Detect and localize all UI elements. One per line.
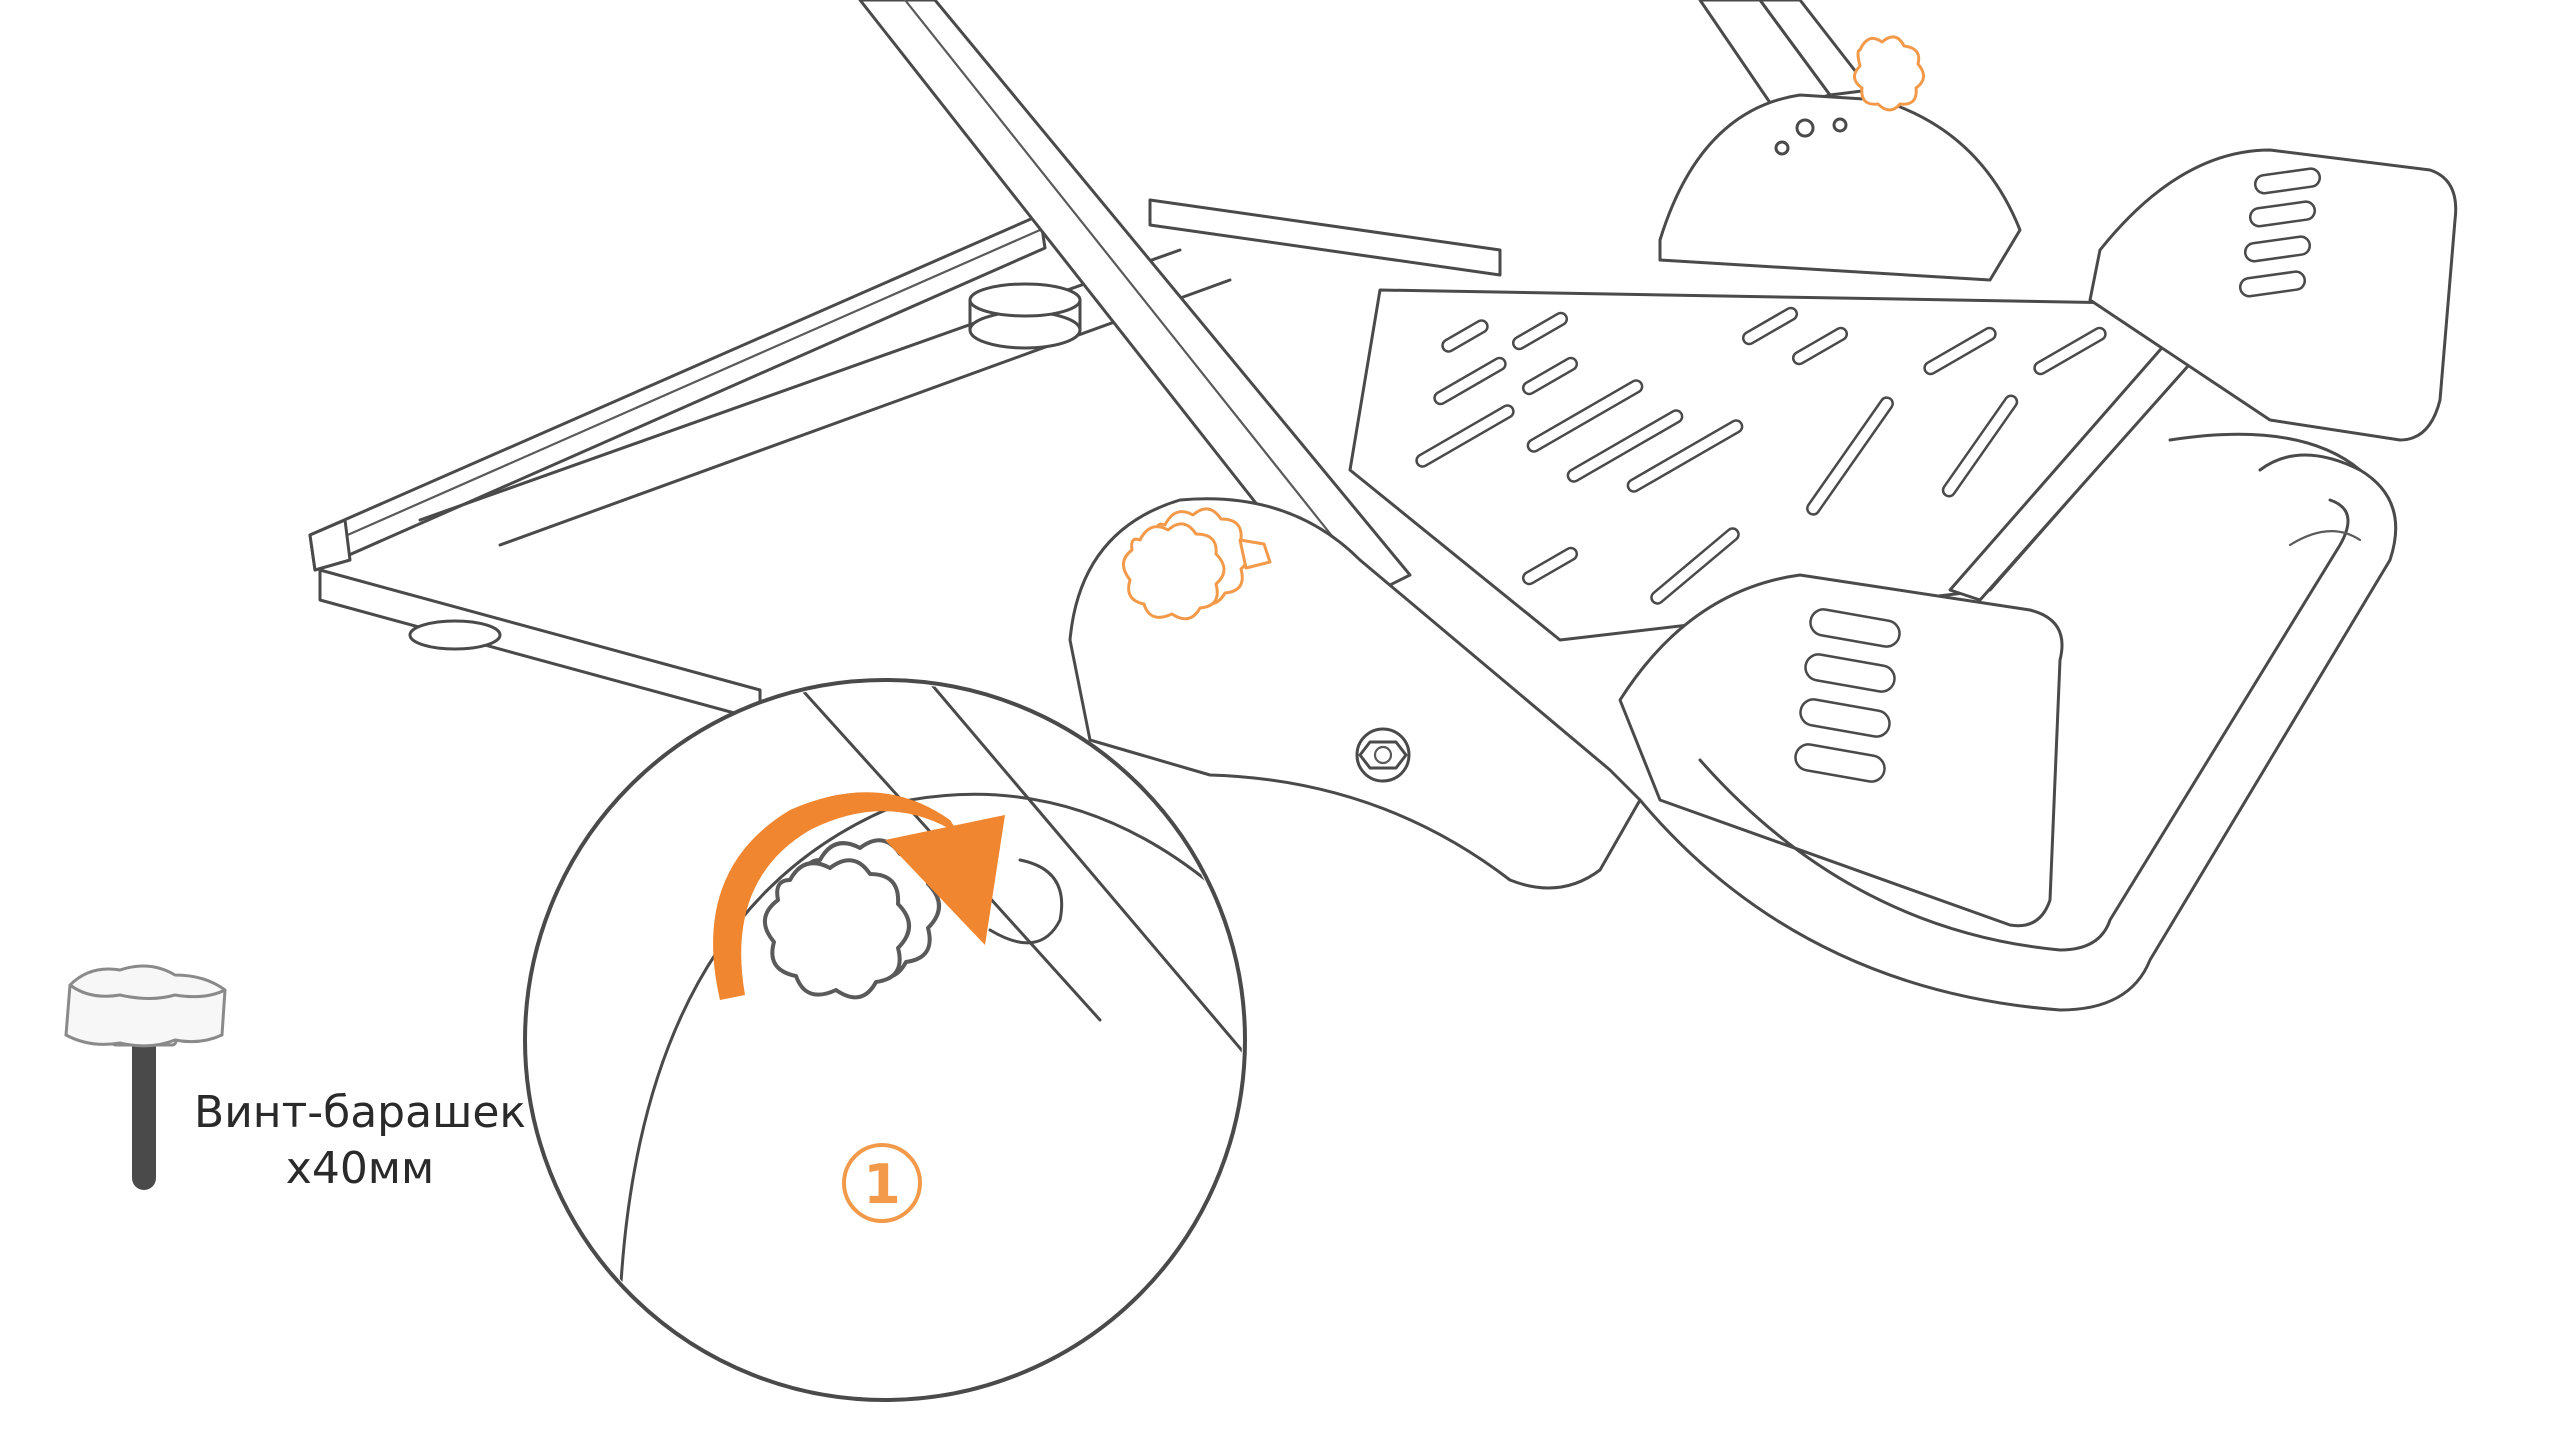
step-badge: 1 — [842, 1143, 922, 1223]
step-number: 1 — [863, 1153, 901, 1216]
part-name: Винт-барашек — [194, 1087, 526, 1138]
thumb-screw-on-frame — [1122, 507, 1272, 621]
thumb-screw-detail — [763, 838, 941, 1000]
base-frame — [308, 198, 1502, 722]
detail-magnifier: 1 — [523, 678, 1247, 1402]
side-bracket-lower — [1068, 497, 1642, 890]
thumb-screw-icon — [64, 964, 227, 1190]
plate-slots — [1415, 306, 2107, 605]
part-caption: Винт-барашек x40мм — [150, 1085, 570, 1197]
upright-tubes — [858, 0, 1872, 612]
side-bracket-upper — [1658, 35, 2022, 282]
part-size: x40мм — [285, 1143, 435, 1194]
pedal-brackets — [1618, 148, 2458, 928]
clockwise-arrow-icon — [713, 792, 1005, 1000]
foot-tube — [1638, 432, 2398, 1012]
